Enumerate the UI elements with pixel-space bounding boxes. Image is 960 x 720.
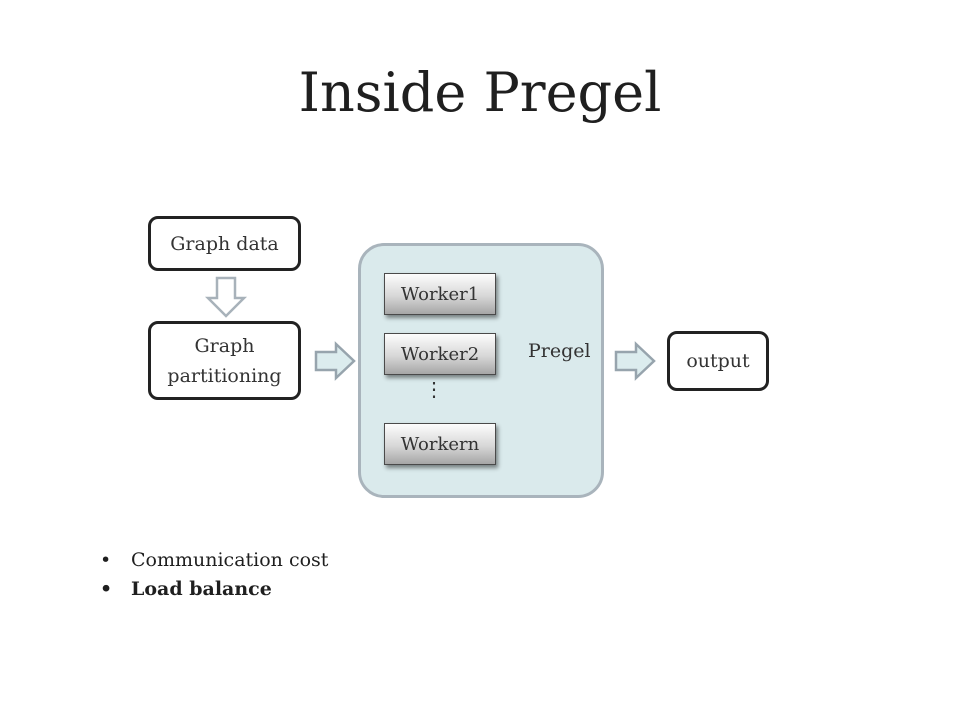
graph-partitioning-label-line1: Graph	[194, 334, 255, 357]
bullet-item: Load balance	[100, 575, 328, 604]
output-label: output	[686, 350, 750, 372]
right-arrow-icon	[614, 341, 656, 381]
worker-box: Worker2	[384, 333, 496, 375]
down-arrow-icon	[204, 276, 248, 318]
worker-label: Worker1	[400, 283, 480, 305]
graph-partitioning-box: Graph partitioning	[148, 321, 301, 400]
bullet-item: Communication cost	[100, 546, 328, 575]
graph-data-box: Graph data	[148, 216, 301, 271]
pregel-label: Pregel	[528, 340, 591, 362]
right-arrow-icon	[314, 341, 356, 381]
graph-partitioning-label-line2: partitioning	[167, 364, 282, 387]
worker-box: Worker1	[384, 273, 496, 315]
worker-label: Workern	[400, 433, 480, 455]
worker-box: Workern	[384, 423, 496, 465]
graph-data-label: Graph data	[170, 232, 279, 255]
bullet-list: Communication cost Load balance	[100, 546, 328, 604]
page-title: Inside Pregel	[298, 61, 662, 124]
output-box: output	[667, 331, 769, 391]
worker-label: Worker2	[400, 343, 480, 365]
vertical-ellipsis: ⋮	[424, 377, 444, 401]
